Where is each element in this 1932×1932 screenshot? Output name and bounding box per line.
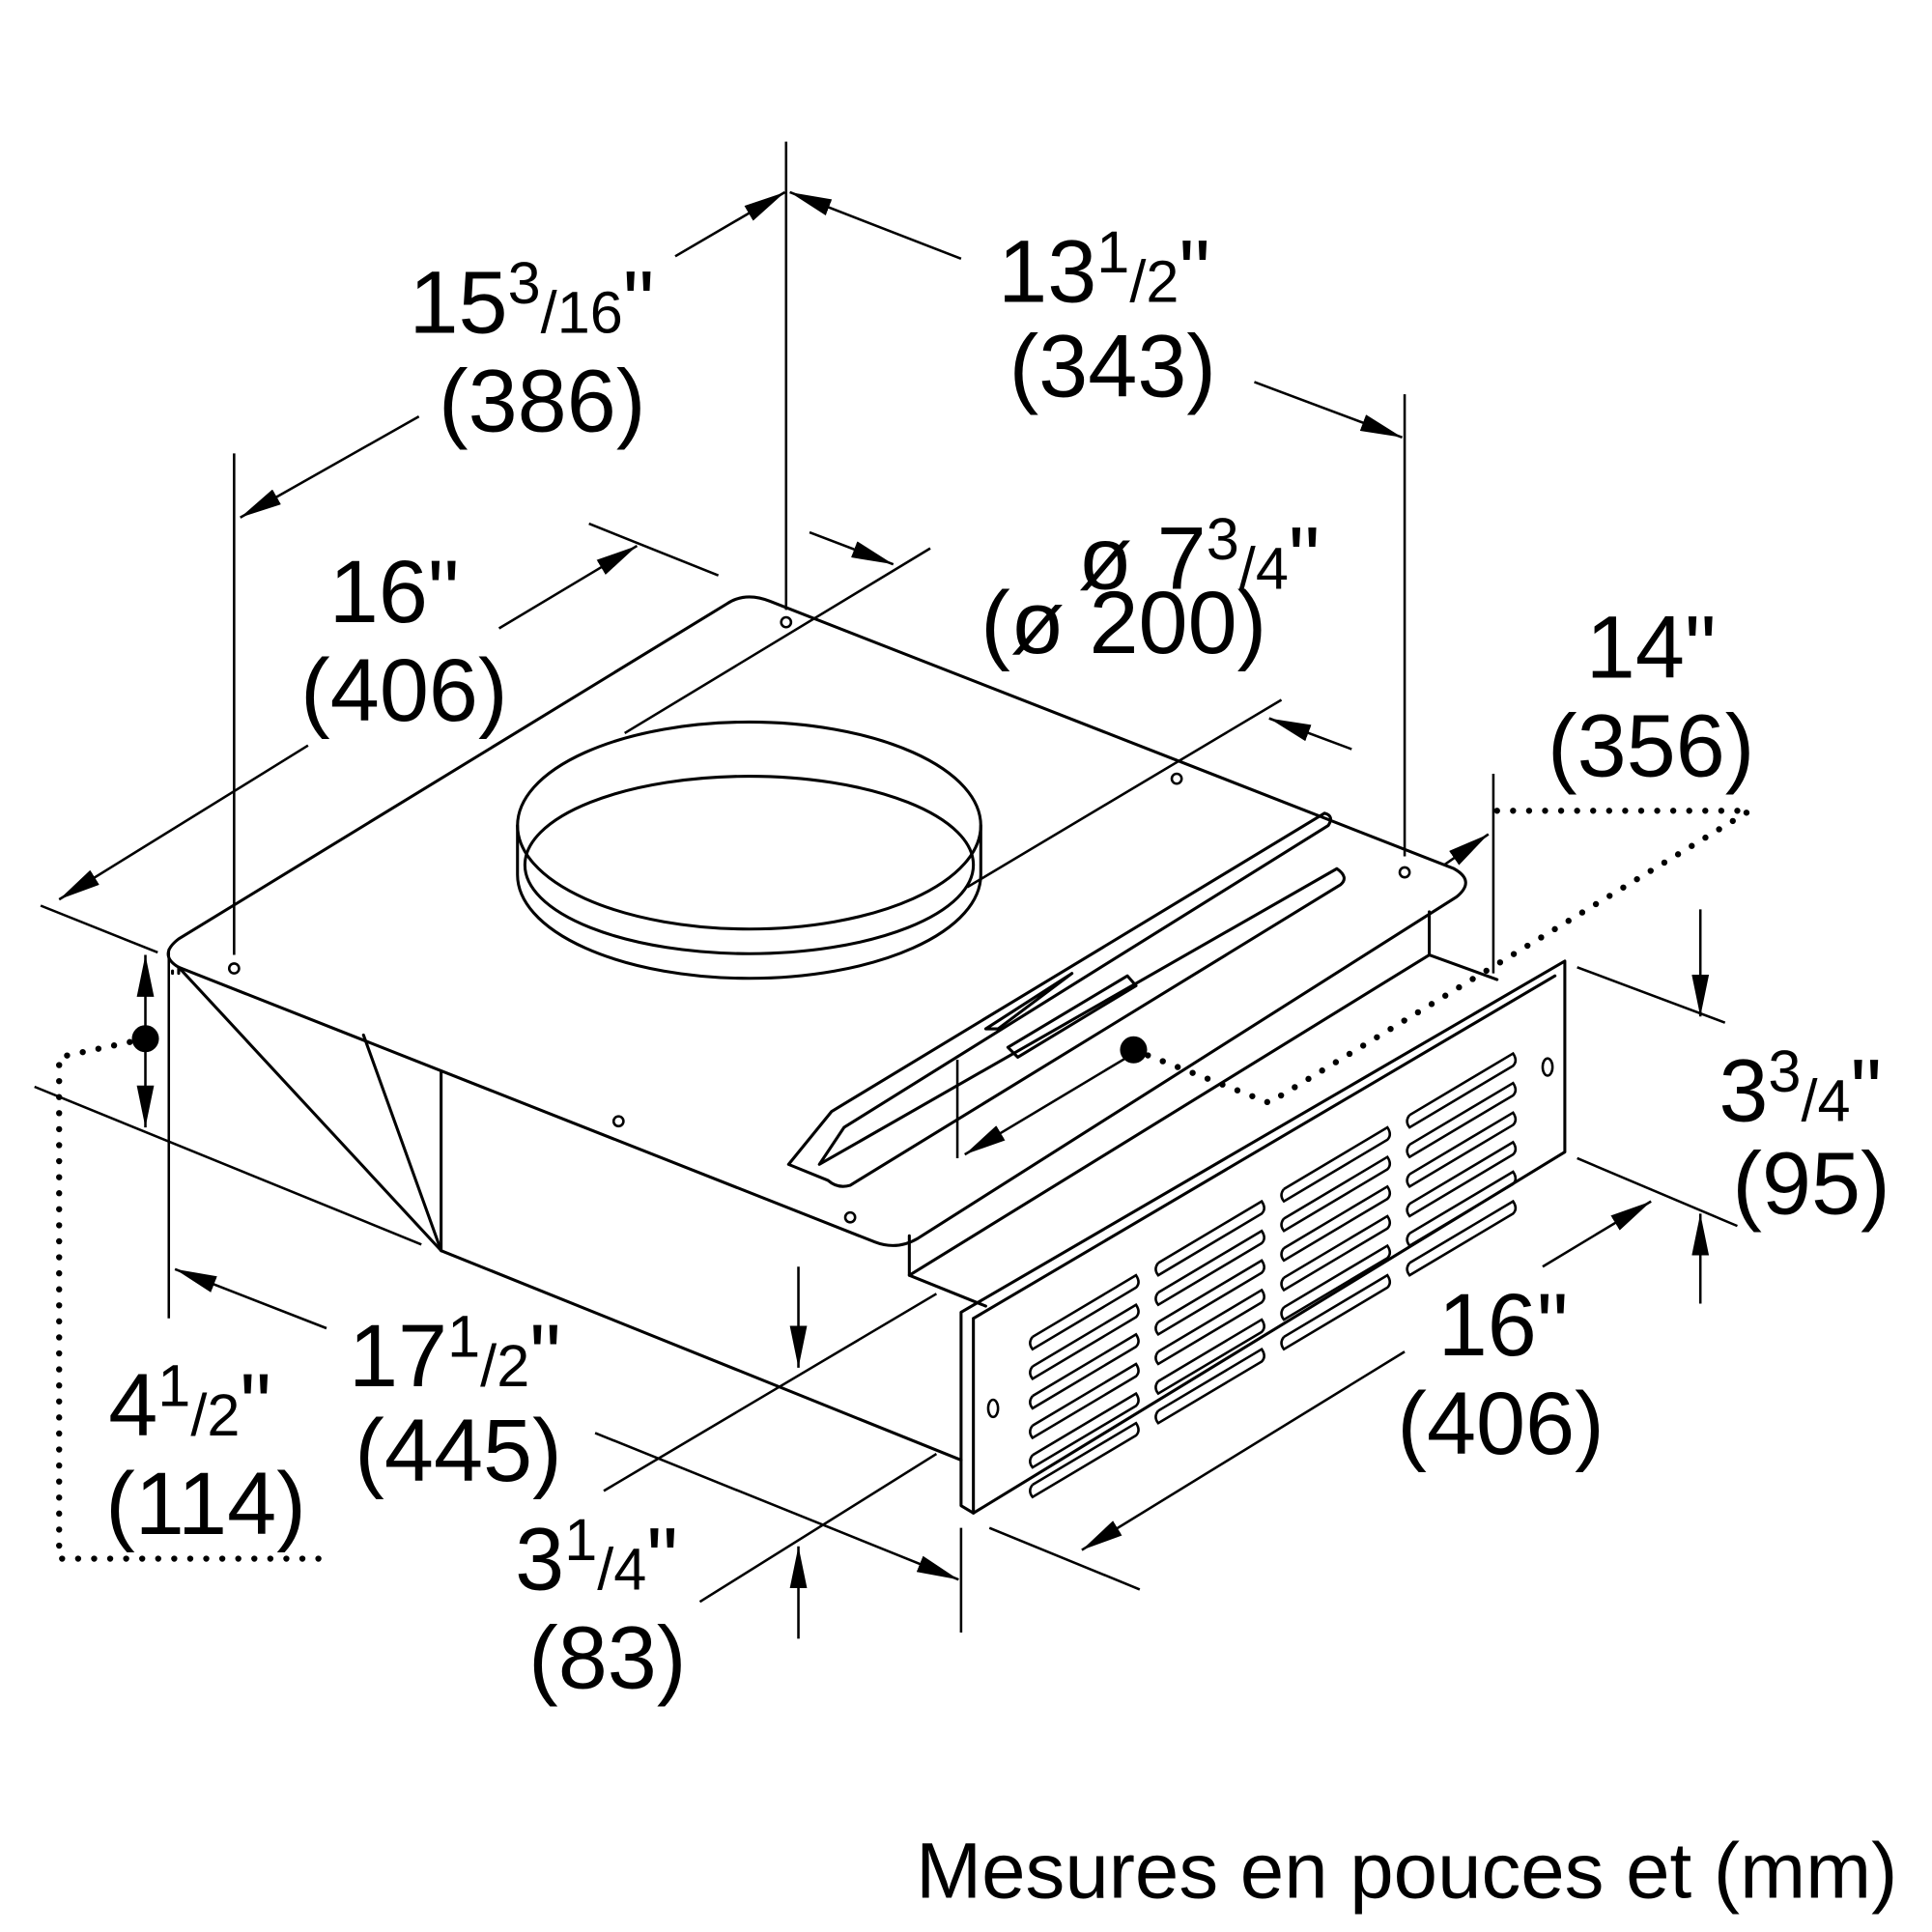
dimension-labels: 153/16"(386)131/2"(343)16"(406)ø 73/4"(ø… bbox=[105, 219, 1889, 1708]
grille-slot bbox=[1280, 1154, 1392, 1233]
dimension-body-height-mm: (83) bbox=[528, 1608, 686, 1707]
grille-slot bbox=[1154, 1199, 1265, 1277]
dimension-depth-top-mm: (386) bbox=[439, 352, 645, 450]
dimension-width-left-inches: 16" bbox=[329, 543, 460, 641]
units-footer: Mesures en pouces et (mm) bbox=[916, 1827, 1897, 1915]
dimension-grille-offset-mm: (356) bbox=[1548, 697, 1754, 796]
grille-slot bbox=[1406, 1051, 1518, 1129]
grille-slot bbox=[1406, 1081, 1518, 1159]
dimension-overall-depth-inches: 171/2" bbox=[349, 1303, 561, 1406]
grille-slot bbox=[1029, 1303, 1140, 1380]
grille-slot bbox=[1280, 1184, 1392, 1263]
grille-slot bbox=[1029, 1273, 1140, 1351]
grille-slot bbox=[1280, 1214, 1392, 1293]
grille-slats bbox=[1029, 1051, 1518, 1499]
dimension-body-height-inches: 31/4" bbox=[515, 1507, 678, 1609]
dimension-grille-height-mm: (95) bbox=[1732, 1134, 1889, 1233]
dimension-depth-top-inches: 153/16" bbox=[409, 250, 654, 353]
grille-slot bbox=[1406, 1170, 1518, 1248]
unit-body bbox=[166, 595, 1499, 1463]
screw-holes bbox=[227, 615, 1411, 1224]
dimension-width-top-inches: 131/2" bbox=[998, 219, 1210, 322]
grille-slot bbox=[1154, 1259, 1265, 1337]
dimension-grille-width-inches: 16" bbox=[1438, 1276, 1569, 1375]
dimension-lines bbox=[34, 141, 1738, 1639]
grille-slot bbox=[1029, 1332, 1140, 1410]
grille-slot bbox=[1154, 1347, 1265, 1425]
grille-slot bbox=[1154, 1229, 1265, 1307]
dimension-overall-height-mm: (114) bbox=[105, 1455, 306, 1553]
dotted-reference-lines bbox=[56, 808, 1761, 1562]
dimension-overall-depth-mm: (445) bbox=[355, 1402, 561, 1500]
dimension-width-top-mm: (343) bbox=[1009, 318, 1216, 416]
dimension-grille-offset-inches: 14" bbox=[1586, 599, 1717, 697]
grille-slot bbox=[1280, 1243, 1392, 1321]
dimension-grille-width-mm: (406) bbox=[1397, 1375, 1604, 1473]
grille-slot bbox=[1154, 1318, 1265, 1396]
grille-slot bbox=[1029, 1391, 1140, 1469]
grille-slot bbox=[1406, 1111, 1518, 1188]
grille-slot bbox=[1029, 1362, 1140, 1440]
dimension-width-left-mm: (406) bbox=[300, 641, 507, 740]
grille-slot bbox=[1406, 1140, 1518, 1218]
grille-slot bbox=[1280, 1125, 1392, 1204]
grille-slot bbox=[1154, 1288, 1265, 1366]
grille-slot bbox=[1406, 1199, 1518, 1277]
front-grille bbox=[959, 959, 1567, 1515]
dimension-grille-height-inches: 33/4" bbox=[1719, 1038, 1882, 1141]
grille-slot bbox=[1280, 1273, 1392, 1351]
dimension-overall-height-inches: 41/2" bbox=[108, 1352, 271, 1455]
grille-slot bbox=[1029, 1421, 1140, 1499]
dimension-duct-diameter-inches: ø 73/4" bbox=[1078, 506, 1320, 609]
dimension-duct-diameter-mm: (ø 200) bbox=[980, 574, 1266, 672]
